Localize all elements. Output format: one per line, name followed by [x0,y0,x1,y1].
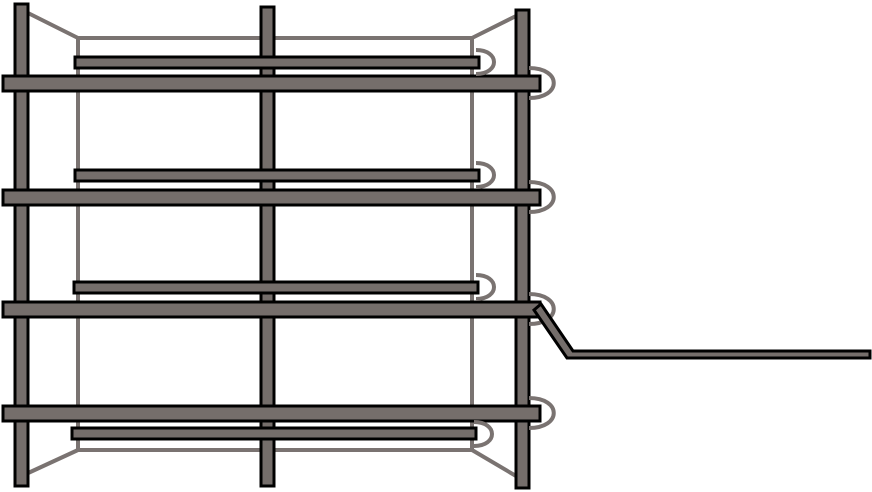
rope-diagonal-top-right [471,14,517,40]
middle-post [259,5,276,488]
loop-long-3 [528,292,556,326]
loop-short-1 [475,48,496,76]
rope-diagonal-top-left [25,10,79,40]
rope-diagonal-bottom-right [470,448,518,478]
left-post [13,2,30,488]
loop-short-3 [475,273,496,301]
loop-short-4 [473,420,494,448]
long-bar-4 [1,404,542,423]
loop-long-2 [528,180,556,214]
rope-loops [473,48,556,448]
short-bar-4 [70,426,478,441]
short-bars [70,55,481,441]
short-bar-1 [73,55,481,70]
vertical-posts [13,2,531,490]
loop-long-4 [528,396,556,430]
short-bar-3 [72,280,480,295]
long-bar-1 [1,74,542,93]
handle-lever [532,301,872,360]
loop-long-1 [528,66,556,100]
short-bar-2 [73,168,481,183]
long-bar-3 [1,300,542,319]
long-bar-2 [1,188,542,207]
right-post [514,8,531,490]
loop-short-2 [475,161,496,189]
rope-diagonal-bottom-left [25,448,79,476]
